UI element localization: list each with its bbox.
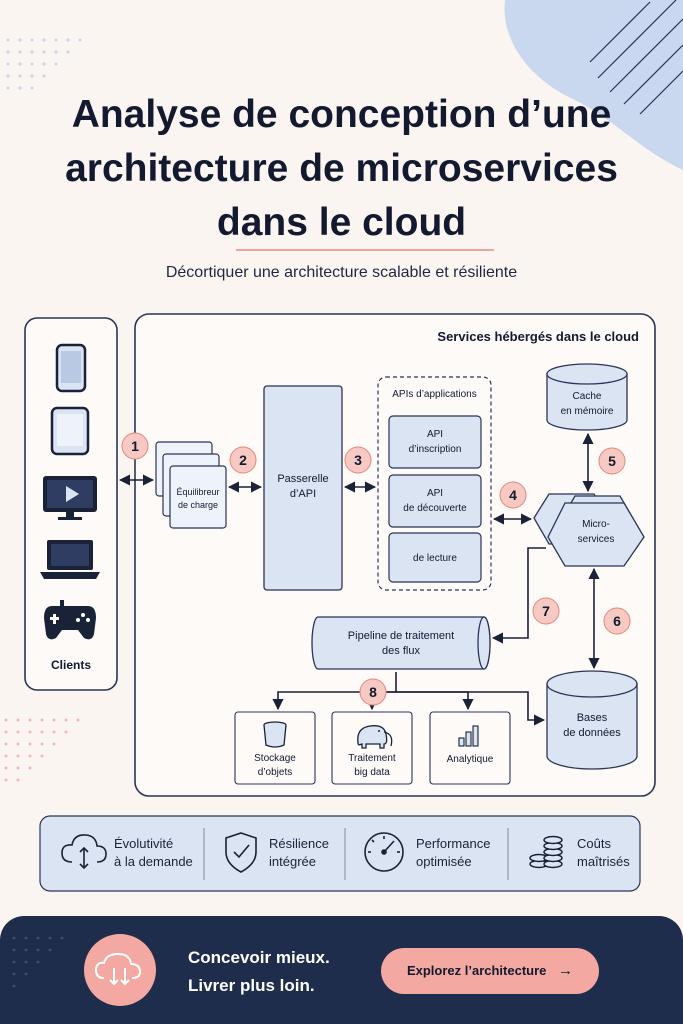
feature-performance: Performance optimisée	[416, 836, 491, 869]
arrow-right-icon: →	[558, 962, 574, 979]
cache-label: Cache en mémoire	[560, 391, 614, 417]
bigdata-label: Traitement big data	[348, 753, 396, 778]
microservices-hexagons	[533, 493, 645, 567]
api-playback-box	[388, 532, 482, 583]
step-5: 5	[608, 453, 616, 469]
step-1: 1	[131, 438, 139, 454]
microservices-label: Micro- services	[577, 519, 615, 545]
title-line-2: architecture de microservices	[65, 147, 618, 190]
object-storage-box	[234, 711, 316, 785]
analytics-box	[429, 711, 511, 785]
feature-resilience: Résilience intégrée	[269, 836, 329, 869]
bar-chart-icon	[458, 725, 479, 747]
tv-icon	[43, 476, 97, 520]
features-panel	[39, 815, 641, 892]
load-balancer-box	[169, 465, 227, 529]
smartphone-icon	[55, 343, 87, 393]
gauge-icon	[364, 832, 404, 872]
footer-cloud-icon	[84, 934, 156, 1006]
apis-group-label: APIs d’applications	[392, 389, 477, 400]
bigdata-box	[331, 711, 413, 785]
pipeline-label: Pipeline de traitement des flux	[347, 630, 455, 657]
bucket-icon	[263, 721, 287, 748]
tablet-icon	[50, 406, 90, 456]
api-discovery-box	[388, 474, 482, 528]
pipeline-cylinder	[311, 616, 491, 670]
apis-group	[377, 376, 492, 591]
api-signup-box	[388, 415, 482, 469]
gamepad-icon	[44, 600, 96, 640]
page-title: Analyse de conception d’une architecture…	[0, 88, 683, 250]
step-badges	[121, 432, 631, 706]
databases-cylinder	[546, 670, 638, 770]
laptop-icon	[40, 540, 100, 579]
step-8: 8	[369, 684, 377, 700]
clients-label: Clients	[50, 658, 91, 672]
step-7: 7	[542, 603, 550, 619]
footer-decor	[12, 934, 156, 1006]
cloud-scale-icon	[61, 834, 107, 870]
step-2: 2	[239, 452, 247, 468]
step-4: 4	[509, 487, 517, 503]
api-discovery-label: API de découverte	[403, 488, 467, 514]
databases-label: Bases de données	[563, 712, 621, 739]
cta-label: Explorez l’architecture	[406, 963, 547, 978]
step-3: 3	[354, 452, 362, 468]
elephant-icon	[357, 725, 393, 749]
step-6: 6	[613, 613, 621, 629]
feature-costs: Coûts maîtrisés	[577, 836, 630, 869]
gateway-box	[263, 385, 343, 591]
coins-icon	[529, 835, 563, 869]
cloud-panel-label: Services hébergés dans le cloud	[437, 329, 639, 344]
footer-slogan: Concevoir mieux. Livrer plus loin.	[188, 948, 330, 995]
subtitle: Décortiquer une architecture scalable et…	[165, 264, 518, 281]
title-line-1: Analyse de conception d’une	[71, 93, 612, 136]
shield-check-icon	[225, 832, 257, 873]
analytics-label: Analytique	[446, 754, 494, 765]
title-divider	[236, 249, 494, 251]
api-signup-label: API d’inscription	[408, 429, 462, 455]
feature-scalability: Évolutivité à la demande	[114, 836, 193, 869]
load-balancer-label: Équilibreur de charge	[176, 487, 220, 510]
cache-cylinder	[546, 363, 628, 431]
object-storage-label: Stockage d’objets	[254, 753, 296, 778]
explore-architecture-button[interactable]: Explorez l’architecture →	[381, 948, 599, 994]
api-playback-label: de lecture	[413, 553, 457, 564]
gateway-label: Passerelle d’API	[277, 473, 329, 500]
title-line-3: dans le cloud	[216, 201, 467, 244]
